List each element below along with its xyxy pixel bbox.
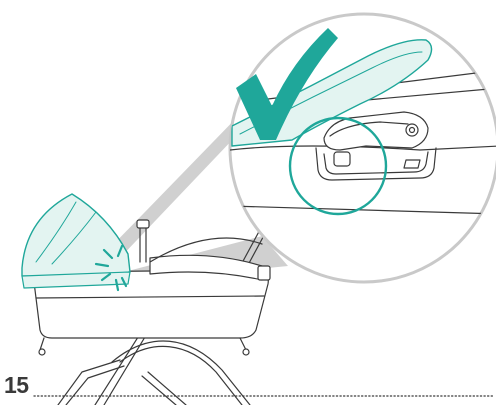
magnified-detail [230,14,496,282]
bassinet-canopy [22,194,130,277]
step-number: 15 [4,372,29,399]
callout-beam-upper [108,108,246,260]
